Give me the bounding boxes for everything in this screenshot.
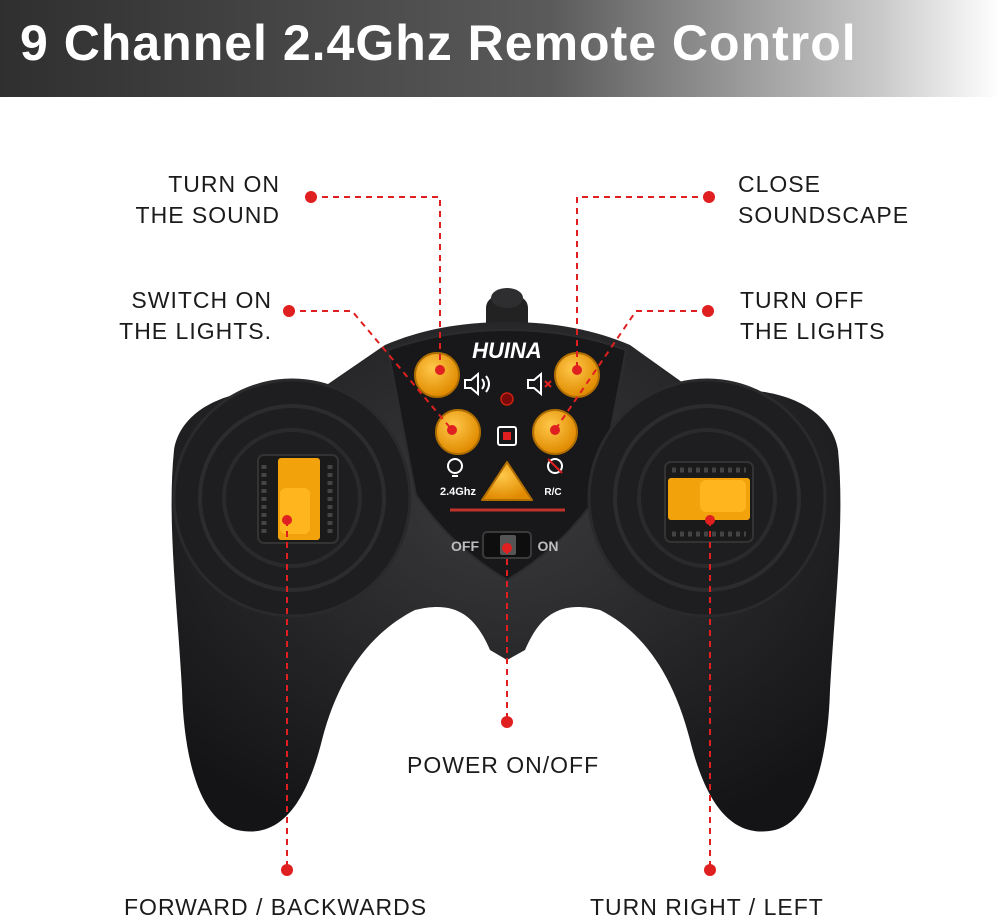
rc-label: R/C bbox=[544, 487, 561, 498]
callout-close-soundscape: CLOSE SOUNDSCAPE bbox=[738, 169, 909, 231]
light-on-icon bbox=[447, 458, 463, 477]
right-joystick[interactable] bbox=[587, 378, 827, 618]
left-joystick[interactable] bbox=[172, 378, 412, 618]
callout-line: TURN RIGHT / LEFT bbox=[590, 894, 824, 920]
switch-off-label: OFF bbox=[451, 538, 479, 554]
callout-line: THE SOUND bbox=[135, 202, 280, 228]
triangle-button[interactable] bbox=[481, 461, 533, 501]
frequency-label: 2.4Ghz bbox=[440, 486, 477, 498]
chip-icon bbox=[497, 426, 517, 446]
callout-line: TURN ON bbox=[168, 171, 280, 197]
switch-on-label: ON bbox=[538, 538, 559, 554]
lights-on-button[interactable] bbox=[435, 409, 481, 455]
sound-on-button[interactable] bbox=[414, 352, 460, 398]
callout-forward-backwards: FORWARD / BACKWARDS bbox=[124, 892, 427, 923]
callout-line: TURN OFF bbox=[740, 287, 865, 313]
callout-line: SOUNDSCAPE bbox=[738, 202, 910, 228]
callout-switch-on-lights: SWITCH ON THE LIGHTS. bbox=[90, 285, 272, 347]
callout-line: POWER ON/OFF bbox=[407, 752, 600, 778]
callout-turn-right-left: TURN RIGHT / LEFT bbox=[590, 892, 824, 923]
callout-turn-on-sound: TURN ON THE SOUND bbox=[110, 169, 280, 231]
callout-dots bbox=[281, 191, 716, 876]
brand-logo: HUINA bbox=[472, 338, 542, 363]
callout-line: CLOSE bbox=[738, 171, 821, 197]
callout-turn-off-lights: TURN OFF THE LIGHTS bbox=[740, 285, 885, 347]
callout-line: FORWARD / BACKWARDS bbox=[124, 894, 428, 920]
power-indicator-led bbox=[500, 392, 514, 406]
callout-line: SWITCH ON bbox=[131, 287, 272, 313]
callout-lines bbox=[286, 196, 711, 870]
callout-line: THE LIGHTS bbox=[740, 318, 886, 344]
callout-line: THE LIGHTS. bbox=[119, 318, 272, 344]
light-off-icon bbox=[547, 458, 563, 474]
speaker-on-icon bbox=[464, 371, 490, 397]
speaker-mute-icon bbox=[527, 371, 552, 397]
title-banner: 9 Channel 2.4Ghz Remote Control bbox=[0, 0, 1000, 97]
page-title: 9 Channel 2.4Ghz Remote Control bbox=[20, 15, 857, 71]
callout-power: POWER ON/OFF bbox=[407, 750, 599, 781]
